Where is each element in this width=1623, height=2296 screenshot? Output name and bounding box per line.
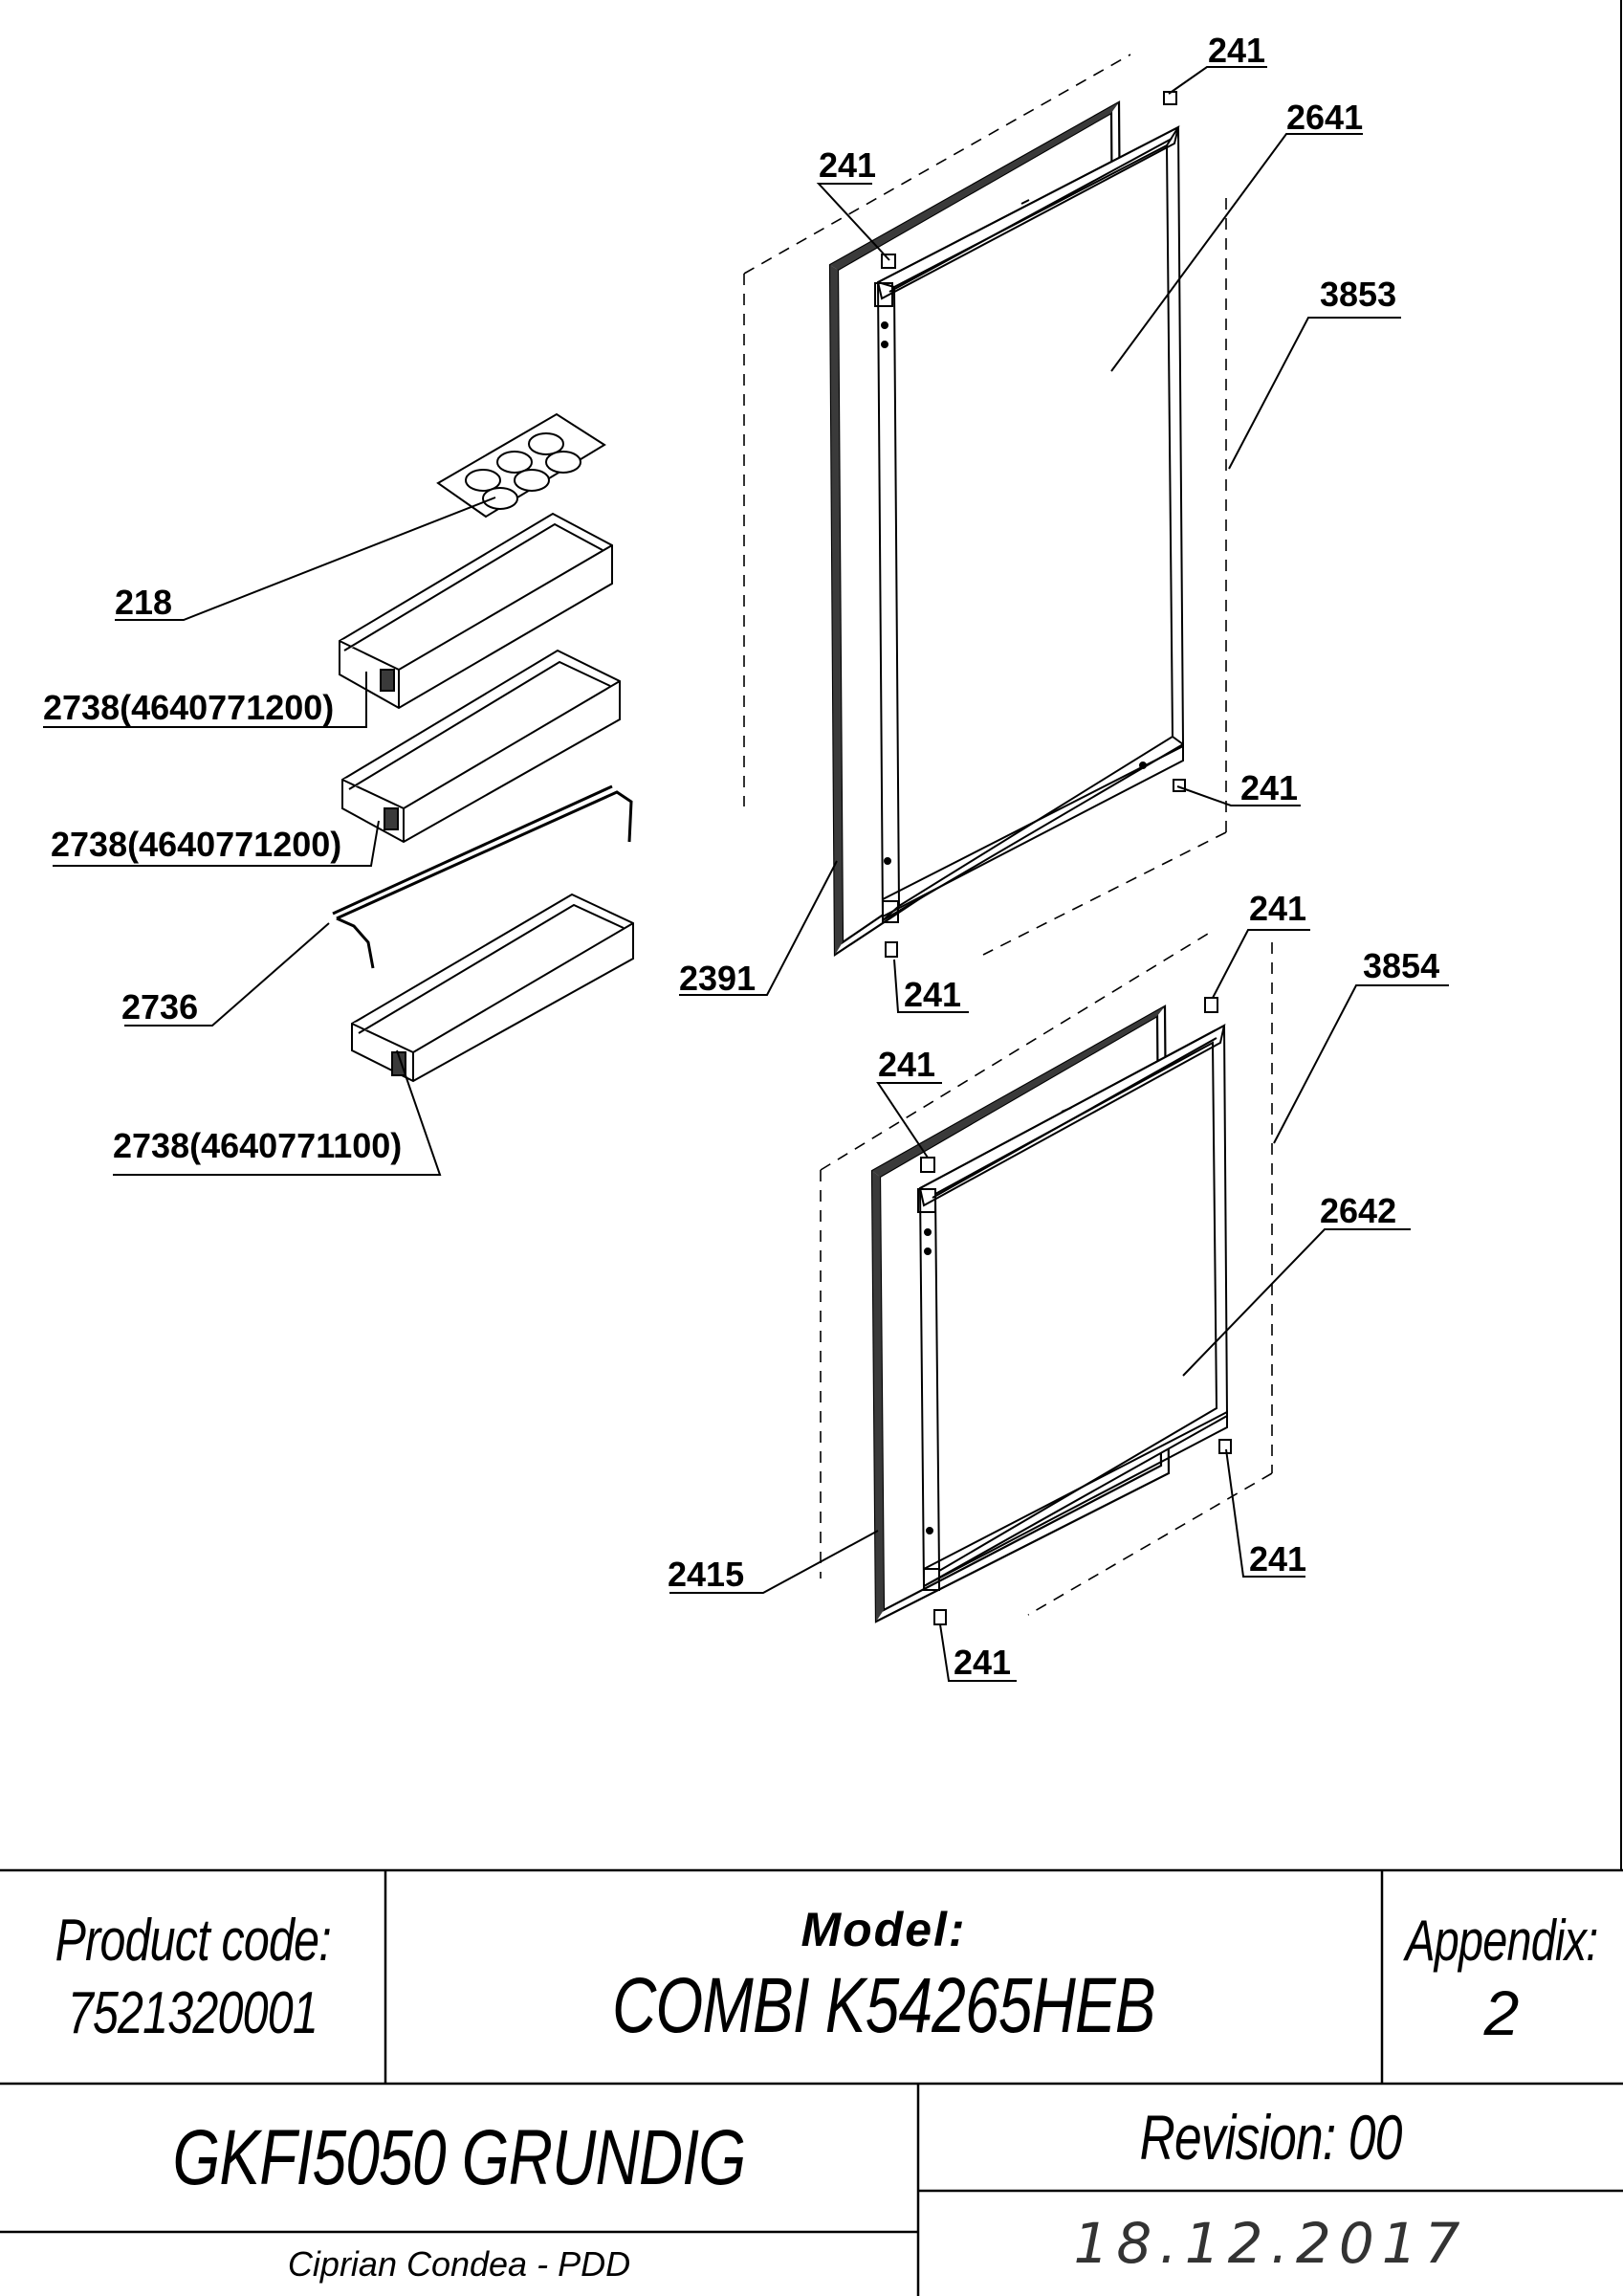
upper-door-panel <box>874 125 1185 923</box>
bottle-guard-wire <box>332 784 633 969</box>
date-cell: 18.12.2017 <box>918 2191 1623 2296</box>
callout-3854: 3854 <box>1363 946 1439 985</box>
model-value: COMBI K54265HEB <box>612 1961 1156 2049</box>
callout-218: 218 <box>115 583 172 622</box>
callout-241-lower-left: 241 <box>878 1045 935 1084</box>
callout-2738-b: 2738(4640771200) <box>51 825 341 864</box>
author-cell: Ciprian Condea - PDD <box>0 2232 918 2296</box>
lower-door-dashed-envelope <box>820 930 1273 1616</box>
upper-door-assembly <box>743 54 1227 958</box>
callout-2736: 2736 <box>121 987 198 1027</box>
callout-labels: 241 2641 241 3853 218 2738(4640771200) 2… <box>43 31 1439 1682</box>
callout-2641: 2641 <box>1286 98 1363 137</box>
product-code-cell: Product code: 7521320001 <box>0 1870 385 2084</box>
callout-241-upper-right-bottom: 241 <box>1240 768 1298 807</box>
callout-241-top: 241 <box>1208 31 1265 70</box>
product-name: GKFI5050 GRUNDIG <box>172 2113 747 2201</box>
callout-2738-c: 2738(4640771100) <box>113 1126 402 1165</box>
egg-tray <box>436 412 606 519</box>
callout-3853: 3853 <box>1320 275 1396 314</box>
lower-door-panel <box>917 1024 1229 1591</box>
appendix-value: 2 <box>1483 1976 1520 2048</box>
author: Ciprian Condea - PDD <box>287 2243 631 2284</box>
callout-2391: 2391 <box>679 959 756 998</box>
callout-2738-a: 2738(4640771200) <box>43 688 334 727</box>
upper-door-dashed-envelope <box>743 54 1227 956</box>
lower-door-gasket-shade <box>872 1006 1165 1622</box>
callout-241-lower-right-bottom: 241 <box>1249 1539 1306 1578</box>
title-block-grid <box>0 1868 1623 2296</box>
product-code-value: 7521320001 <box>67 1979 318 2046</box>
callout-2642: 2642 <box>1320 1191 1396 1230</box>
callout-leaders <box>43 66 1449 1682</box>
model-cell: Model: COMBI K54265HEB <box>385 1870 1382 2084</box>
upper-door-gasket-shade <box>830 102 1119 955</box>
door-balcony-1 <box>339 512 613 710</box>
appendix-label: Appendix: <box>1405 1908 1598 1973</box>
callout-2415: 2415 <box>668 1555 744 1594</box>
revision-cell: Revision: 00 <box>918 2084 1623 2191</box>
product-code-label: Product code: <box>55 1907 331 1974</box>
model-label: Model: <box>801 1902 967 1956</box>
callout-241-lower-bottom: 241 <box>954 1643 1011 1682</box>
door-balcony-2 <box>341 649 621 844</box>
product-name-cell: GKFI5050 GRUNDIG <box>0 2084 918 2232</box>
lower-door-screws <box>920 997 1232 1625</box>
upper-door-screws <box>881 91 1186 958</box>
callout-241-upper-left: 241 <box>819 145 876 185</box>
door-balcony-3 <box>351 893 634 1083</box>
appendix-cell: Appendix: 2 <box>1382 1870 1621 2084</box>
callout-241-lower-top-right: 241 <box>1249 889 1306 928</box>
revision: Revision: 00 <box>1139 2102 1403 2173</box>
lower-door-assembly <box>820 930 1273 1625</box>
callout-241-upper-bottom: 241 <box>904 975 961 1014</box>
date: 18.12.2017 <box>1073 2211 1468 2276</box>
